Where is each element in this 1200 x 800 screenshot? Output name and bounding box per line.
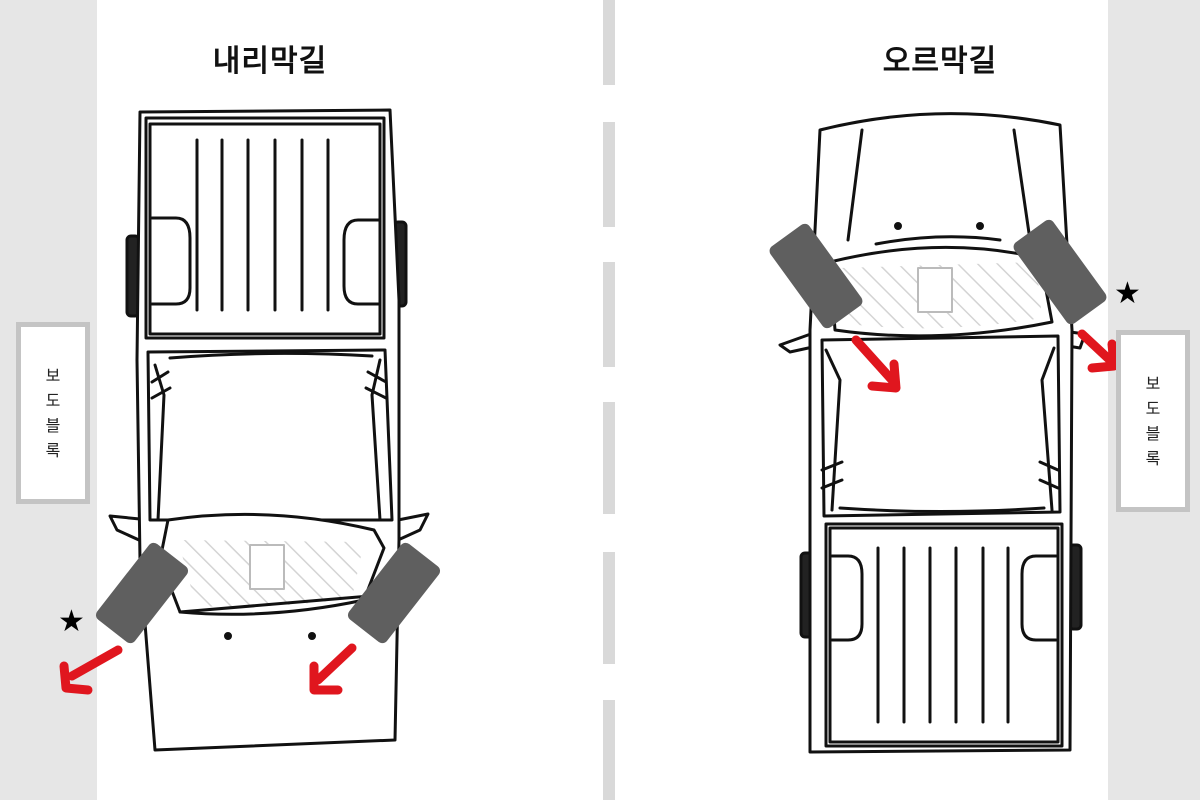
left-truck-cab-side-right bbox=[370, 358, 382, 522]
left-truck-mirror-right bbox=[396, 512, 430, 542]
right-truck-hood-line-left bbox=[846, 128, 864, 242]
center-lane-line bbox=[603, 0, 615, 800]
sidewalk-char: 블 bbox=[45, 416, 61, 435]
right-truck-hood-crease bbox=[874, 235, 1002, 246]
right-truck-arrow-left bbox=[851, 335, 901, 393]
left-truck-front-tire-left bbox=[95, 542, 189, 644]
sidewalk-char: 도 bbox=[45, 391, 61, 410]
left-truck-cab bbox=[146, 348, 394, 522]
right-truck-wheel-well-left bbox=[830, 554, 864, 642]
sidewalk-char: 록 bbox=[45, 441, 61, 460]
left-truck-wheel-well-left bbox=[150, 216, 192, 306]
left-truck-body bbox=[135, 108, 401, 752]
right-truck-body bbox=[808, 112, 1074, 754]
left-truck-dash-display bbox=[249, 544, 285, 590]
sidewalk-block-left: 보 도 블 록 bbox=[16, 322, 90, 504]
left-truck-arrow-left bbox=[59, 645, 123, 695]
right-truck-hood-line-right bbox=[1012, 128, 1032, 242]
star-marker-right: ★ bbox=[1114, 276, 1141, 311]
right-truck-wheel-well-right bbox=[1020, 554, 1058, 642]
right-truck-dash-display bbox=[917, 267, 953, 313]
left-truck-cab-side-left bbox=[153, 363, 166, 522]
left-truck-bed bbox=[144, 116, 386, 340]
sidewalk-char: 보 bbox=[1145, 374, 1161, 393]
sidewalk-char: 록 bbox=[1145, 449, 1161, 468]
left-truck-washer-dot bbox=[224, 632, 232, 640]
right-truck-washer-dot bbox=[976, 222, 984, 230]
left-truck-arrow-right bbox=[309, 643, 357, 695]
left-truck-rear-window bbox=[168, 351, 374, 360]
right-truck-washer-dot bbox=[894, 222, 902, 230]
downhill-title: 내리막길 bbox=[212, 44, 328, 79]
right-truck-cab-side-left bbox=[824, 348, 842, 512]
left-truck-window-line bbox=[150, 370, 388, 400]
left-truck-arrows bbox=[59, 643, 357, 695]
right-truck-bed bbox=[824, 522, 1064, 748]
star-marker-left: ★ bbox=[58, 604, 85, 639]
right-truck-arrows bbox=[851, 329, 1119, 393]
sidewalk-block-right: 보 도 블 록 bbox=[1116, 330, 1190, 512]
left-truck-bed-inner bbox=[148, 122, 382, 336]
left-truck-wheel-well-right bbox=[342, 218, 382, 306]
right-truck-bed-inner bbox=[828, 526, 1060, 744]
right-truck-window-line bbox=[820, 460, 1060, 490]
right-truck-front-tire-right bbox=[1013, 219, 1107, 325]
sidewalk-char: 도 bbox=[1145, 399, 1161, 418]
right-truck-rear-window bbox=[838, 506, 1046, 513]
truck-downhill bbox=[108, 108, 430, 752]
right-truck-arrow-right bbox=[1077, 329, 1119, 373]
uphill-title: 오르막길 bbox=[882, 44, 998, 79]
truck-uphill bbox=[778, 112, 1087, 754]
left-truck-hood-line bbox=[178, 594, 372, 614]
sidewalk-char: 블 bbox=[1145, 424, 1161, 443]
left-truck-front-tire-right bbox=[347, 542, 441, 644]
left-truck-washer-dot bbox=[308, 632, 316, 640]
sidewalk-char: 보 bbox=[45, 366, 61, 385]
right-truck-front-tire-left bbox=[769, 223, 863, 329]
right-truck-cab bbox=[820, 334, 1062, 518]
